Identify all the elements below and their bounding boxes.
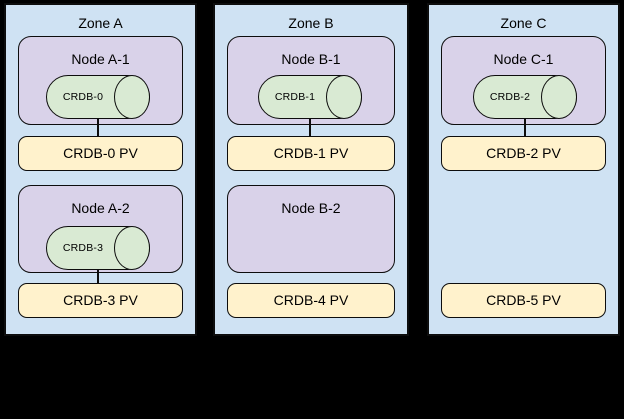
node-title: Node C-1 <box>493 51 554 67</box>
db-label: CRDB-3 <box>62 242 104 254</box>
cylinder-cap-icon <box>541 75 577 119</box>
connector-line <box>309 117 311 136</box>
pv-box: CRDB-3 PV <box>18 283 183 318</box>
zone-b-panel: Zone B Node B-1 CRDB-1 CRDB-1 PV Node B-… <box>213 3 409 336</box>
node-title: Node B-2 <box>281 200 341 216</box>
cylinder-cap-icon <box>114 75 150 119</box>
db-label: CRDB-0 <box>62 91 104 103</box>
db-cylinder-icon: CRDB-0 <box>46 75 150 119</box>
node-title: Node A-2 <box>71 200 130 216</box>
zone-title: Zone A <box>78 15 123 31</box>
cylinder-cap-icon <box>114 226 150 270</box>
pv-box: CRDB-4 PV <box>227 283 395 318</box>
db-cylinder-icon: CRDB-2 <box>473 75 577 119</box>
connector-line <box>97 117 99 136</box>
connector-line <box>97 266 99 283</box>
pv-box: CRDB-2 PV <box>441 136 606 171</box>
db-label: CRDB-1 <box>274 91 316 103</box>
pv-box: CRDB-1 PV <box>227 136 395 171</box>
db-cylinder-icon: CRDB-1 <box>258 75 362 119</box>
zone-title: Zone C <box>500 15 547 31</box>
db-cylinder-icon: CRDB-3 <box>46 226 150 270</box>
pv-box: CRDB-5 PV <box>441 283 606 318</box>
zone-a-panel: Zone A Node A-1 CRDB-0 CRDB-0 PV Node A-… <box>4 3 197 336</box>
node-box-b2: Node B-2 <box>227 185 395 273</box>
zone-c-panel: Zone C Node C-1 CRDB-2 CRDB-2 PV CRDB-5 … <box>427 3 620 336</box>
db-label: CRDB-2 <box>489 91 531 103</box>
connector-line <box>524 117 526 136</box>
zone-title: Zone B <box>288 15 334 31</box>
cylinder-cap-icon <box>326 75 362 119</box>
pv-box: CRDB-0 PV <box>18 136 183 171</box>
node-title: Node A-1 <box>71 51 130 67</box>
node-title: Node B-1 <box>281 51 341 67</box>
